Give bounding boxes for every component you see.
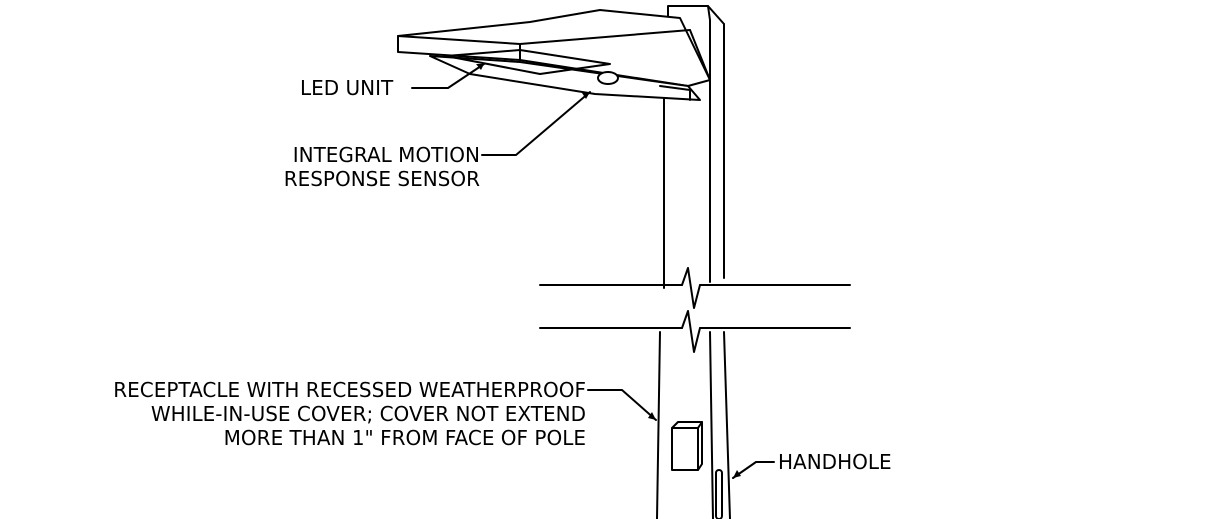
label-receptacle: RECEPTACLE WITH RECESSED WEATHERPROOF WH… [30,378,586,450]
led-luminaire-head [397,9,711,101]
label-led-unit: LED UNIT [300,76,394,100]
label-receptacle-line1: RECEPTACLE WITH RECESSED WEATHERPROOF [113,378,586,402]
label-handhole: HANDHOLE [778,450,892,474]
label-receptacle-line2: WHILE-IN-USE COVER; COVER NOT EXTEND [150,402,586,426]
handhole-slot [715,469,723,519]
receptacle-box [671,421,703,471]
label-motion-sensor-line1: INTEGRAL MOTION [292,143,480,167]
pole-break-lines [539,267,851,353]
motion-sensor-icon [597,71,619,85]
leader-lines [411,63,775,479]
pole-lower-section [656,331,731,519]
label-motion-sensor-line2: RESPONSE SENSOR [283,167,480,191]
label-motion-sensor: INTEGRAL MOTION RESPONSE SENSOR [250,143,480,191]
label-receptacle-line3: MORE THAN 1" FROM FACE OF POLE [223,426,586,450]
